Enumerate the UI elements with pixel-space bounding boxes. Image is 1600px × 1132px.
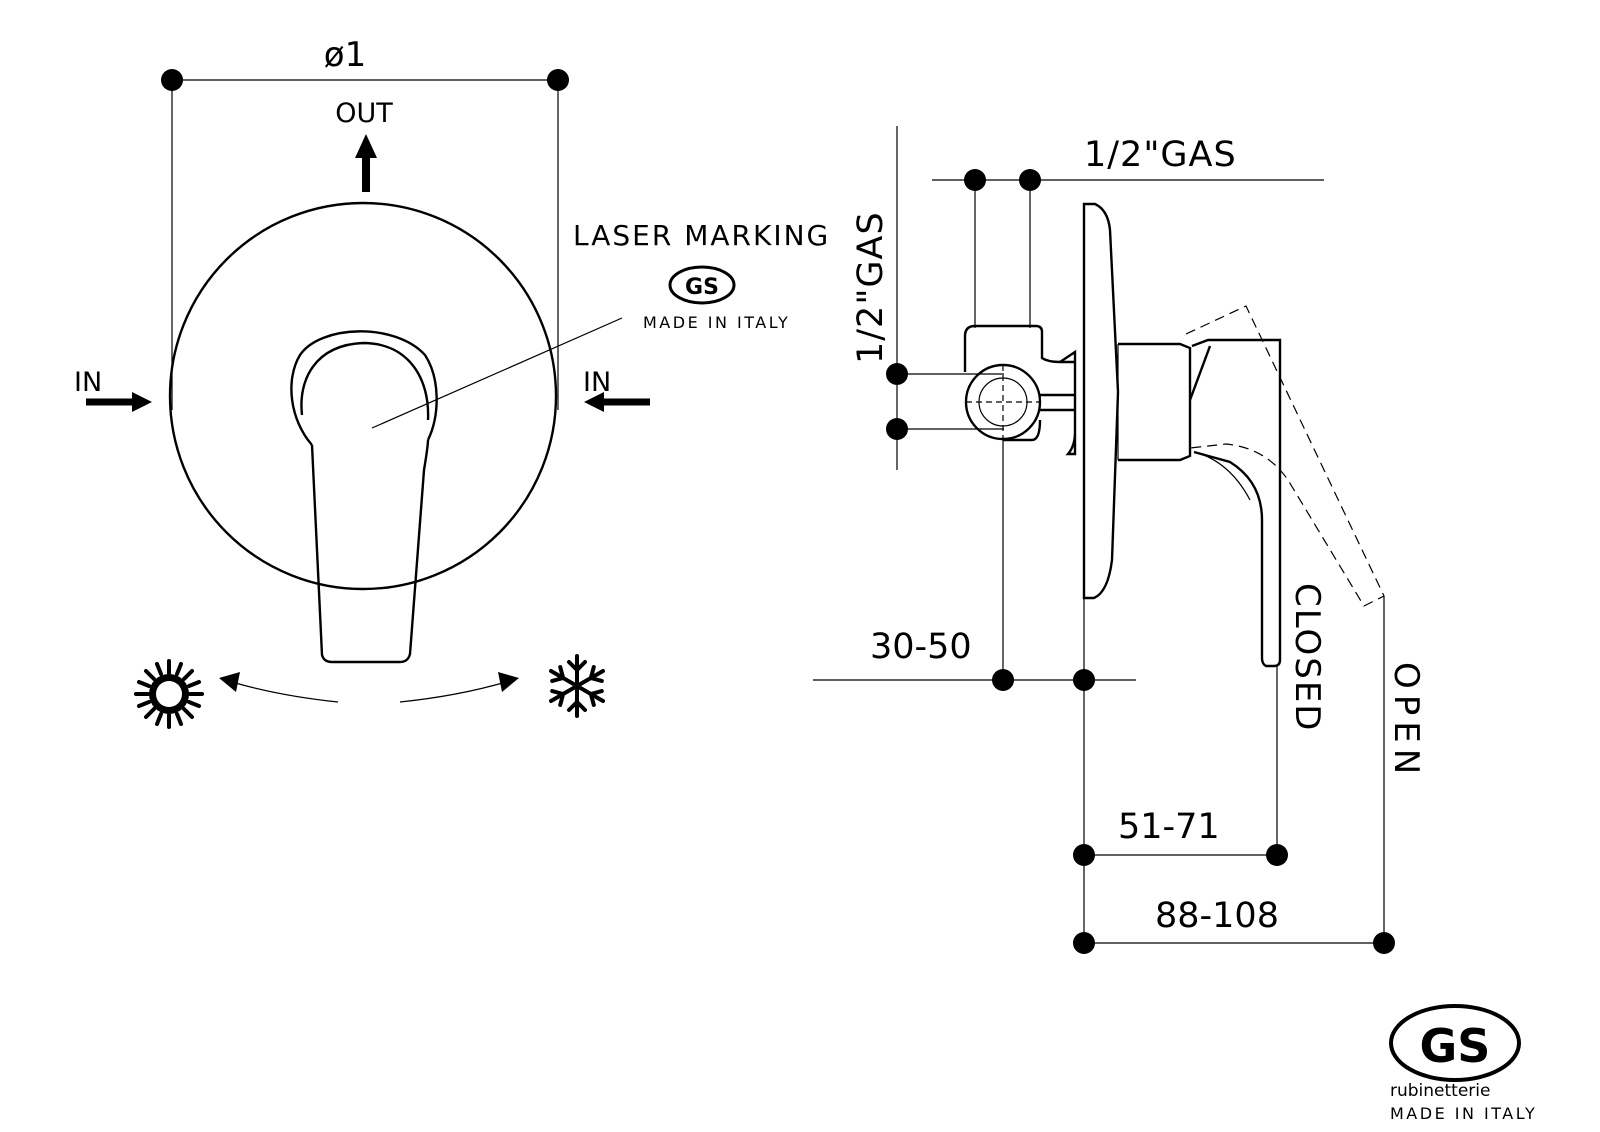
side-cover-plate bbox=[1082, 202, 1120, 940]
sun-icon bbox=[134, 659, 204, 729]
diameter-label: ø1 bbox=[324, 35, 366, 75]
dim-open-label: 88-108 bbox=[1155, 896, 1279, 936]
dimension-88-108: 88-108 bbox=[1073, 896, 1395, 954]
in-right-arrow bbox=[584, 392, 650, 412]
marking-logo: GS bbox=[668, 265, 736, 305]
dimension-51-71: 51-71 bbox=[1073, 666, 1288, 866]
diameter-dimension: ø1 bbox=[161, 35, 569, 410]
dimension-30-50: 30-50 bbox=[813, 627, 1136, 691]
gas-vertical-dimension: 1/2"GAS bbox=[851, 126, 1004, 470]
dim-wall-label: 30-50 bbox=[870, 627, 972, 667]
side-view: 1/2"GAS 1/2"GAS bbox=[813, 126, 1426, 954]
brand-logo: GS bbox=[1389, 1004, 1521, 1082]
lever-handle bbox=[290, 330, 438, 664]
in-left-label: IN bbox=[74, 367, 102, 398]
gas-top-label: 1/2"GAS bbox=[1084, 135, 1237, 175]
gas-top-dimension: 1/2"GAS bbox=[932, 135, 1324, 328]
brand-block: GS rubinetterie MADE IN ITALY bbox=[1389, 1004, 1537, 1123]
front-view: ø1 OUT IN IN LASER MARKING bbox=[74, 35, 830, 729]
brand-name: rubinetterie bbox=[1390, 1081, 1490, 1101]
open-label: OPEN bbox=[1386, 662, 1426, 780]
snowflake-icon bbox=[549, 654, 605, 718]
valve-body bbox=[963, 324, 1077, 680]
laser-marking-label: LASER MARKING bbox=[573, 219, 830, 252]
gas-vertical-label: 1/2"GAS bbox=[851, 211, 891, 364]
out-arrow bbox=[355, 134, 377, 192]
svg-text:GS: GS bbox=[685, 275, 719, 300]
dim-closed-label: 51-71 bbox=[1118, 807, 1220, 847]
brand-origin: MADE IN ITALY bbox=[1390, 1104, 1537, 1123]
rotation-arrows bbox=[219, 672, 519, 703]
marking-origin-label: MADE IN ITALY bbox=[643, 313, 790, 332]
in-right-label: IN bbox=[583, 367, 611, 398]
out-label: OUT bbox=[335, 98, 393, 129]
in-left-arrow bbox=[86, 392, 152, 412]
dimension-point bbox=[161, 69, 183, 91]
cover-plate bbox=[168, 201, 558, 591]
lever-closed bbox=[1188, 338, 1282, 668]
svg-text:GS: GS bbox=[1420, 1019, 1491, 1073]
marking-leader-line bbox=[371, 317, 623, 429]
lever-open bbox=[1185, 305, 1385, 948]
cartridge-body bbox=[1117, 342, 1192, 462]
closed-label: CLOSED bbox=[1287, 583, 1327, 732]
dimension-point bbox=[547, 69, 569, 91]
